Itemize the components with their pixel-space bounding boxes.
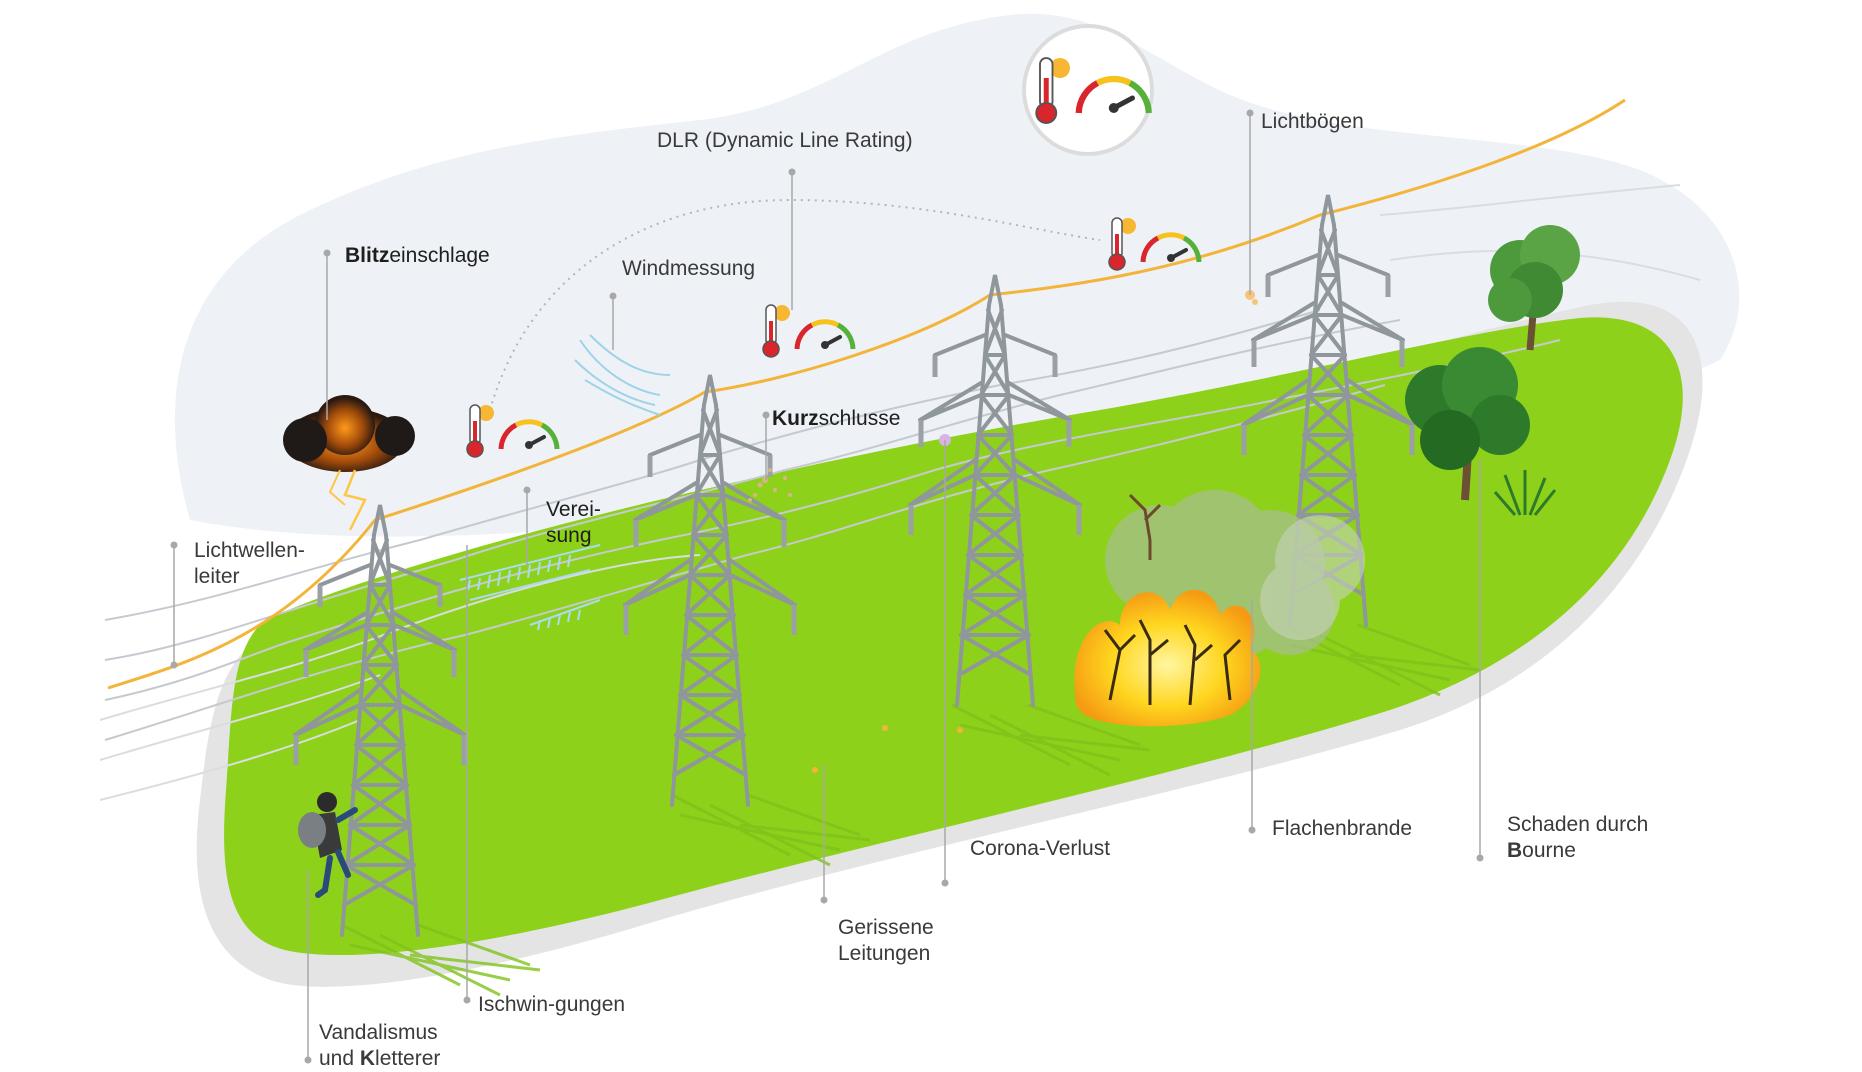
label-schaden-rest: ourne: [1522, 839, 1576, 862]
label-lichtwellenleiter: Lichtwellen-leiter: [194, 538, 305, 590]
label-kurz-rest: schlusse: [818, 407, 901, 430]
label-blitzeinschlage: Blitzeinschlage: [345, 243, 490, 269]
label-lichtwellen-line1: Lichtwellen-: [194, 539, 305, 562]
label-windmessung: Windmessung: [622, 257, 756, 280]
tree-icon: [1405, 347, 1530, 501]
label-corona-verlust: Corona-Verlust: [970, 837, 1111, 860]
label-vandalismus-pre: und: [319, 1047, 360, 1070]
dlr-arc: [489, 198, 1101, 411]
fire-icon: [1074, 493, 1261, 727]
label-blitz-bold: Blitz: [345, 244, 390, 267]
label-kurzschlusse: Kurzschlusse: [772, 406, 900, 432]
label-blitz-rest: einschlage: [389, 244, 490, 267]
wind-icon: [574, 334, 671, 416]
tree-icon: [1488, 225, 1580, 351]
label-gerissene-line1: Gerissene: [838, 916, 934, 939]
label-ischwin-gungen: Ischwin-gungen: [478, 993, 626, 1016]
label-lichtwellen-line2: leiter: [194, 565, 240, 588]
label-kurz-bold: Kurz: [772, 407, 819, 430]
label-schaden-bold: B: [1507, 839, 1523, 862]
label-dlr: DLR (Dynamic Line Rating): [657, 129, 913, 152]
label-schaden-line1: Schaden durch: [1507, 813, 1649, 836]
thundercloud-icon: [283, 395, 415, 531]
label-vereisung-line2: sung: [546, 524, 592, 547]
leader-lines: [173, 113, 1481, 1060]
label-schaden-line2: Bourne: [1507, 838, 1648, 864]
spark-icon: [748, 468, 792, 502]
dlr-magnifier: [1022, 24, 1154, 156]
label-lichtboegen: Lichtbögen: [1261, 110, 1364, 133]
grass-icon: [1493, 470, 1557, 516]
fiber-optic-line: [107, 98, 1626, 690]
climber-icon: [298, 792, 358, 898]
label-vandalismus-line2: und Kletterer: [319, 1046, 440, 1072]
label-vandalismus-bold: K: [359, 1047, 376, 1070]
ice-icon: [459, 544, 601, 631]
label-vandalismus-rest: letterer: [375, 1047, 441, 1070]
label-flachenbrande: Flachenbrande: [1272, 817, 1413, 840]
label-gerissene-line2: Leitungen: [838, 942, 931, 965]
label-vereisung-line1: Verei-: [546, 498, 601, 521]
label-vereisung: Verei-sung: [546, 497, 601, 549]
label-vandalismus-line1: Vandalismus: [319, 1021, 438, 1044]
